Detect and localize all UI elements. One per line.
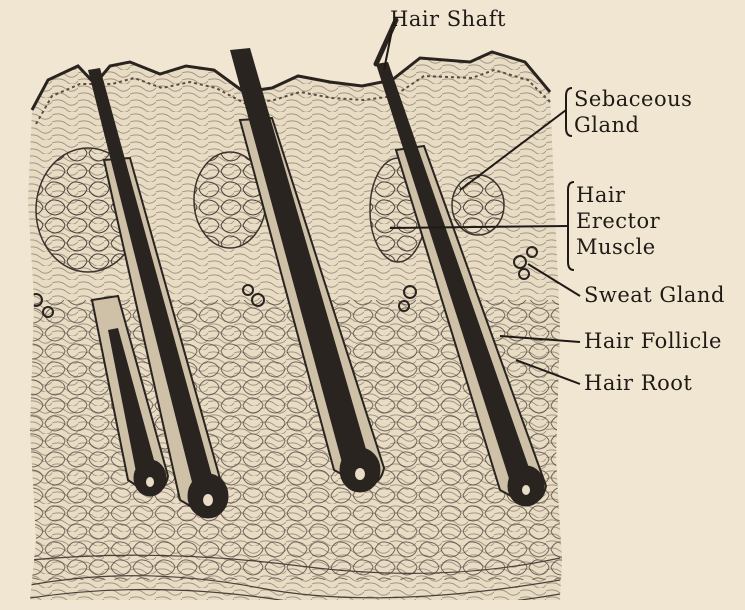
label-sweat-gland: Sweat Gland bbox=[584, 284, 725, 307]
label-hair-erector-line1: Hair bbox=[576, 184, 626, 207]
label-hair-erector-line3: Muscle bbox=[576, 236, 656, 259]
label-hair-erector-line2: Erector bbox=[576, 210, 660, 233]
label-hair-root: Hair Root bbox=[584, 372, 692, 395]
label-hair-shaft: Hair Shaft bbox=[390, 8, 506, 31]
label-hair-follicle: Hair Follicle bbox=[584, 330, 722, 353]
label-sebaceous-gland-line2: Gland bbox=[574, 114, 639, 137]
label-sebaceous-gland-line1: Sebaceous bbox=[574, 88, 692, 111]
